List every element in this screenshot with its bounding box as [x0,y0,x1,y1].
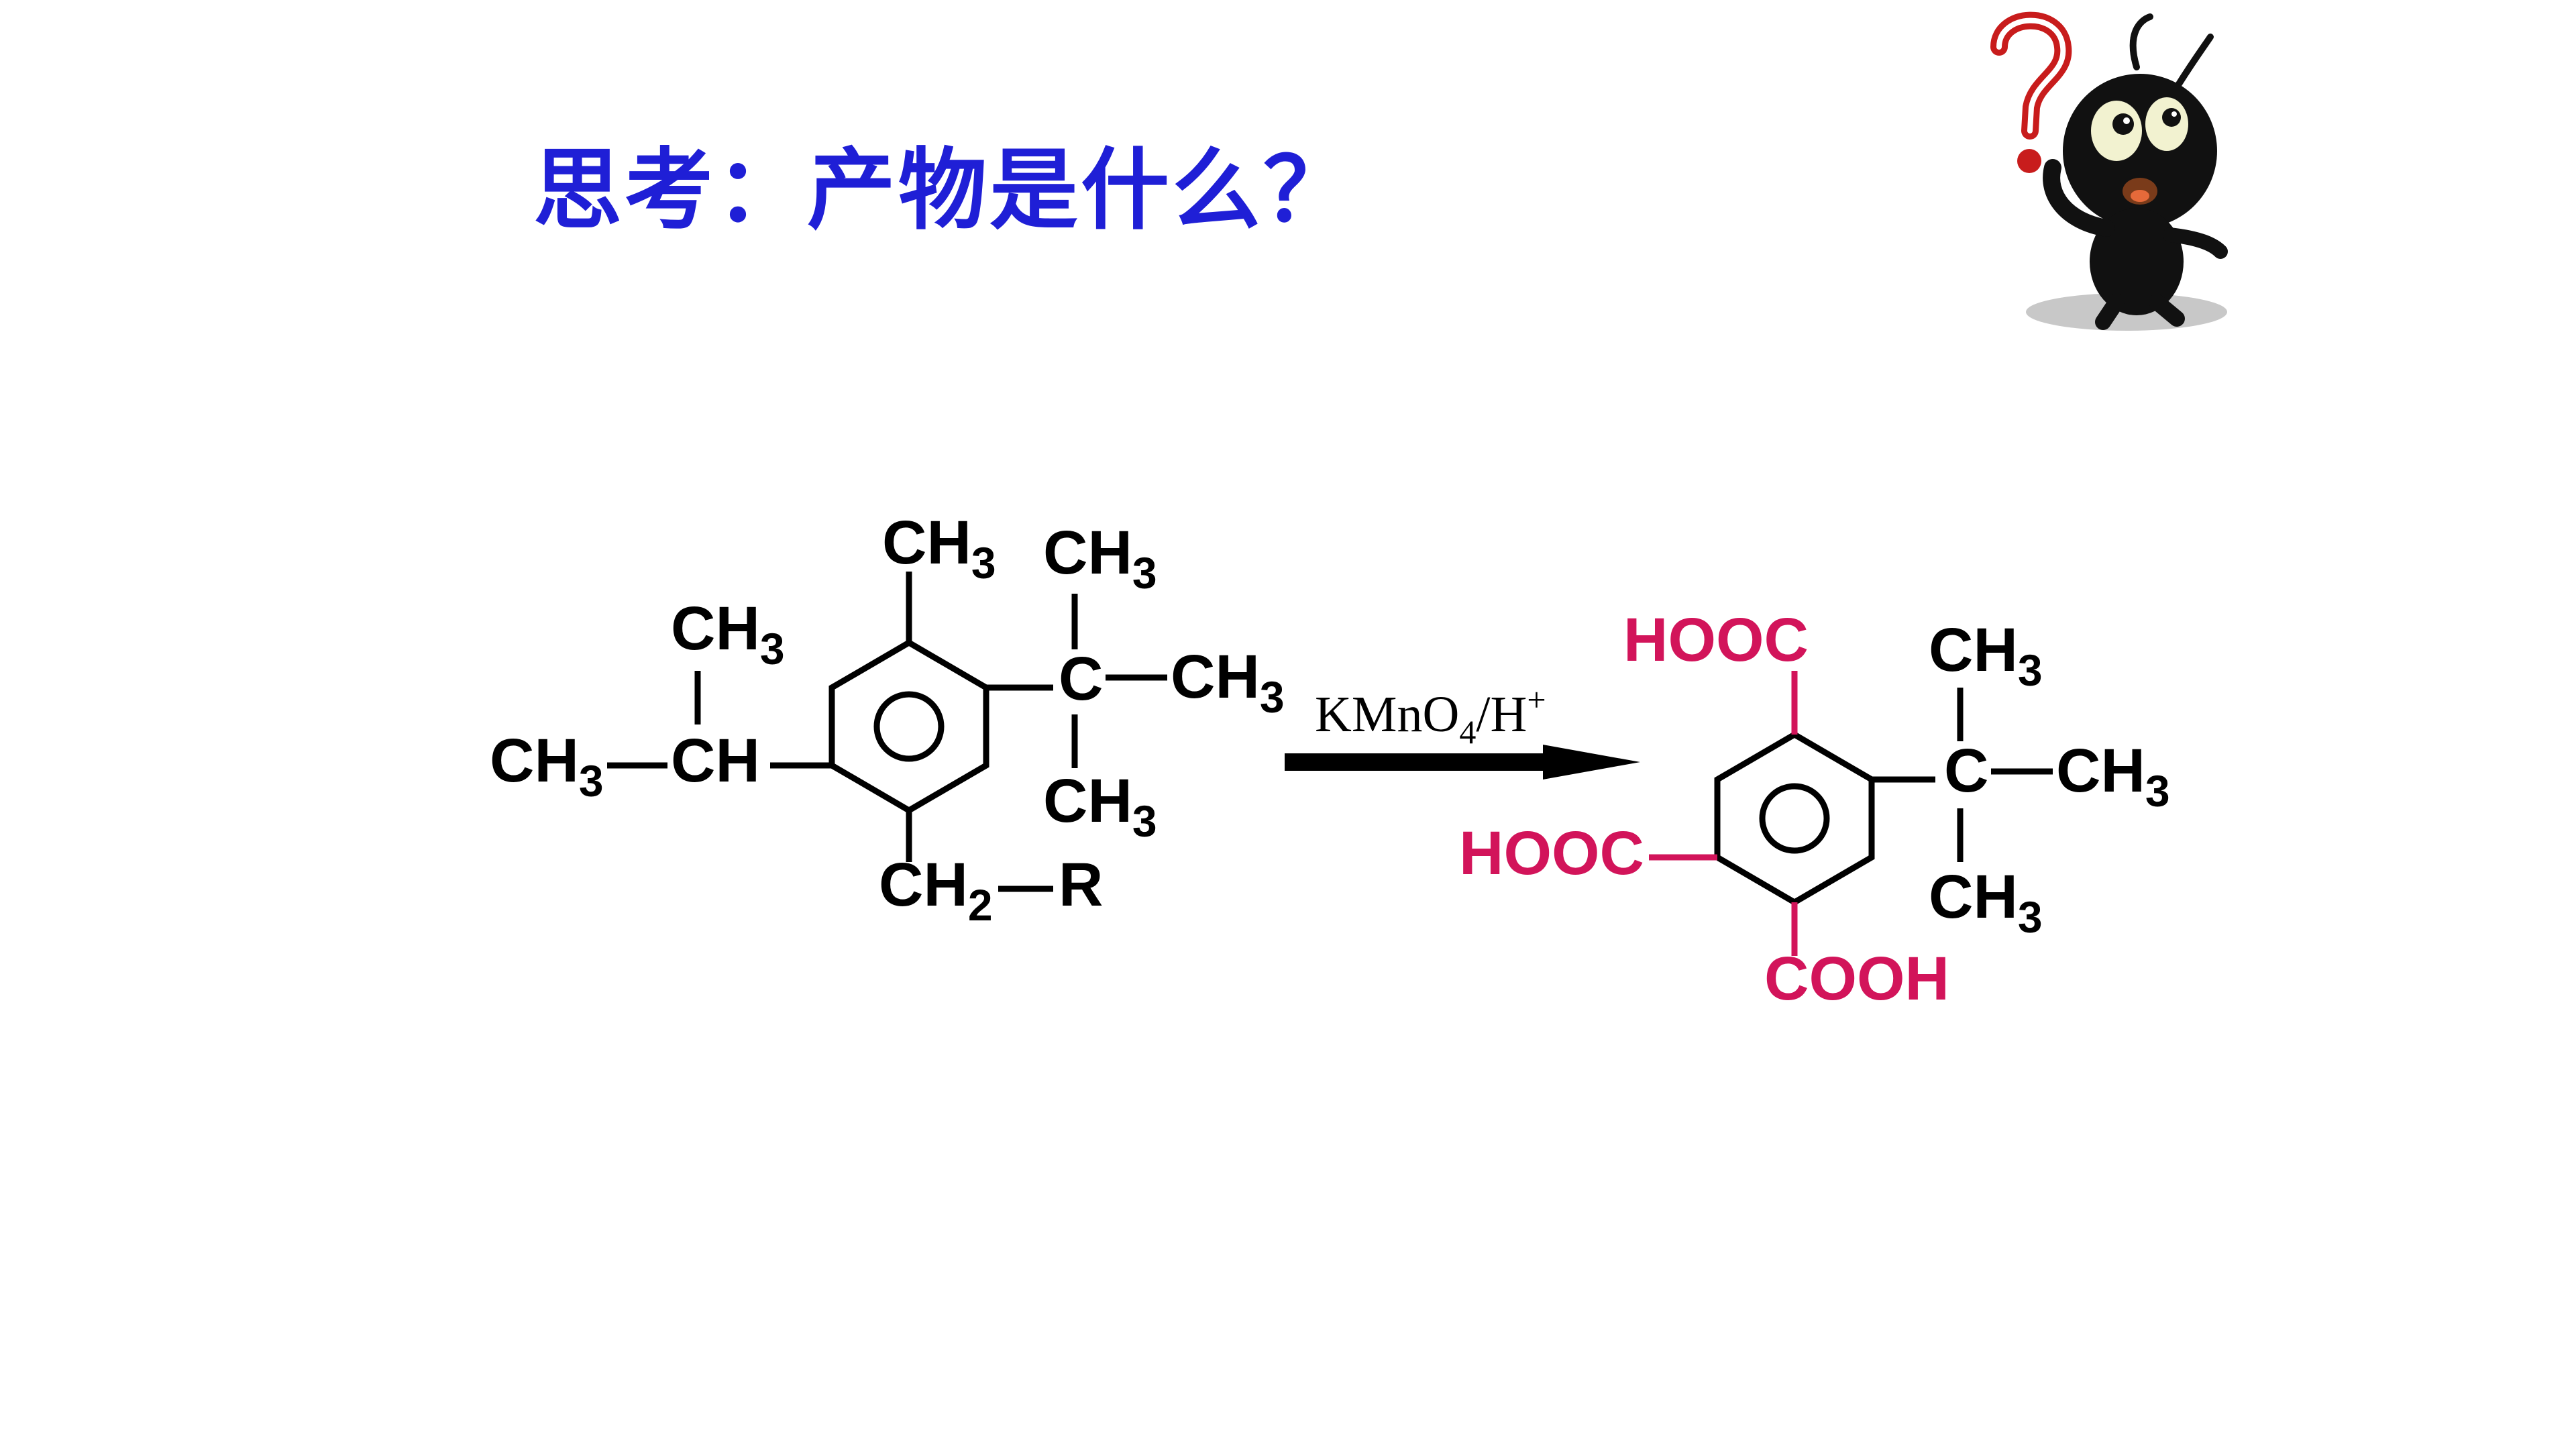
product-hooc-top: HOOC [1623,606,1809,674]
reactant-isopropyl-ch: CH [671,727,760,795]
product-benzene-ring [1714,731,1875,906]
reactant-tbutyl-carbon: C [1059,645,1103,713]
product-acid-bonds [1649,671,1798,956]
reactant-tbutyl-bottom: CH3 [1043,767,1157,846]
reactant-isopropyl-left: CH3 [490,727,604,806]
reactant-methyl-top: CH3 [882,508,996,588]
confused-ant-mascot-icon [1990,11,2228,331]
product-hooc-left: HOOC [1459,819,1644,888]
reactant-ch2: CH2 [879,851,993,930]
reactant-isopropyl-top: CH3 [671,594,785,674]
slide-title: 思考：产物是什么？ [533,139,1354,242]
reactant-tbutyl-right: CH3 [1171,643,1285,722]
product-tbutyl-bottom: CH3 [1929,863,2043,942]
reactant-benzene-ring [828,639,989,814]
reactant-tbutyl-top: CH3 [1043,519,1157,598]
reaction-arrow [1285,745,1640,780]
reactant-aromatic-circle [873,691,945,762]
product-tbutyl-right: CH3 [2056,737,2170,816]
reactant-r-group: R [1059,851,1103,919]
reactant-structure [607,572,1167,892]
product-cooh-bottom: COOH [1764,945,1949,1013]
product-aromatic-circle [1759,783,1830,854]
product-tbutyl-carbon: C [1944,737,1988,805]
product-tbutyl-top: CH3 [1929,616,2043,695]
reagent-label: KMnO4/H+ [1315,681,1546,751]
